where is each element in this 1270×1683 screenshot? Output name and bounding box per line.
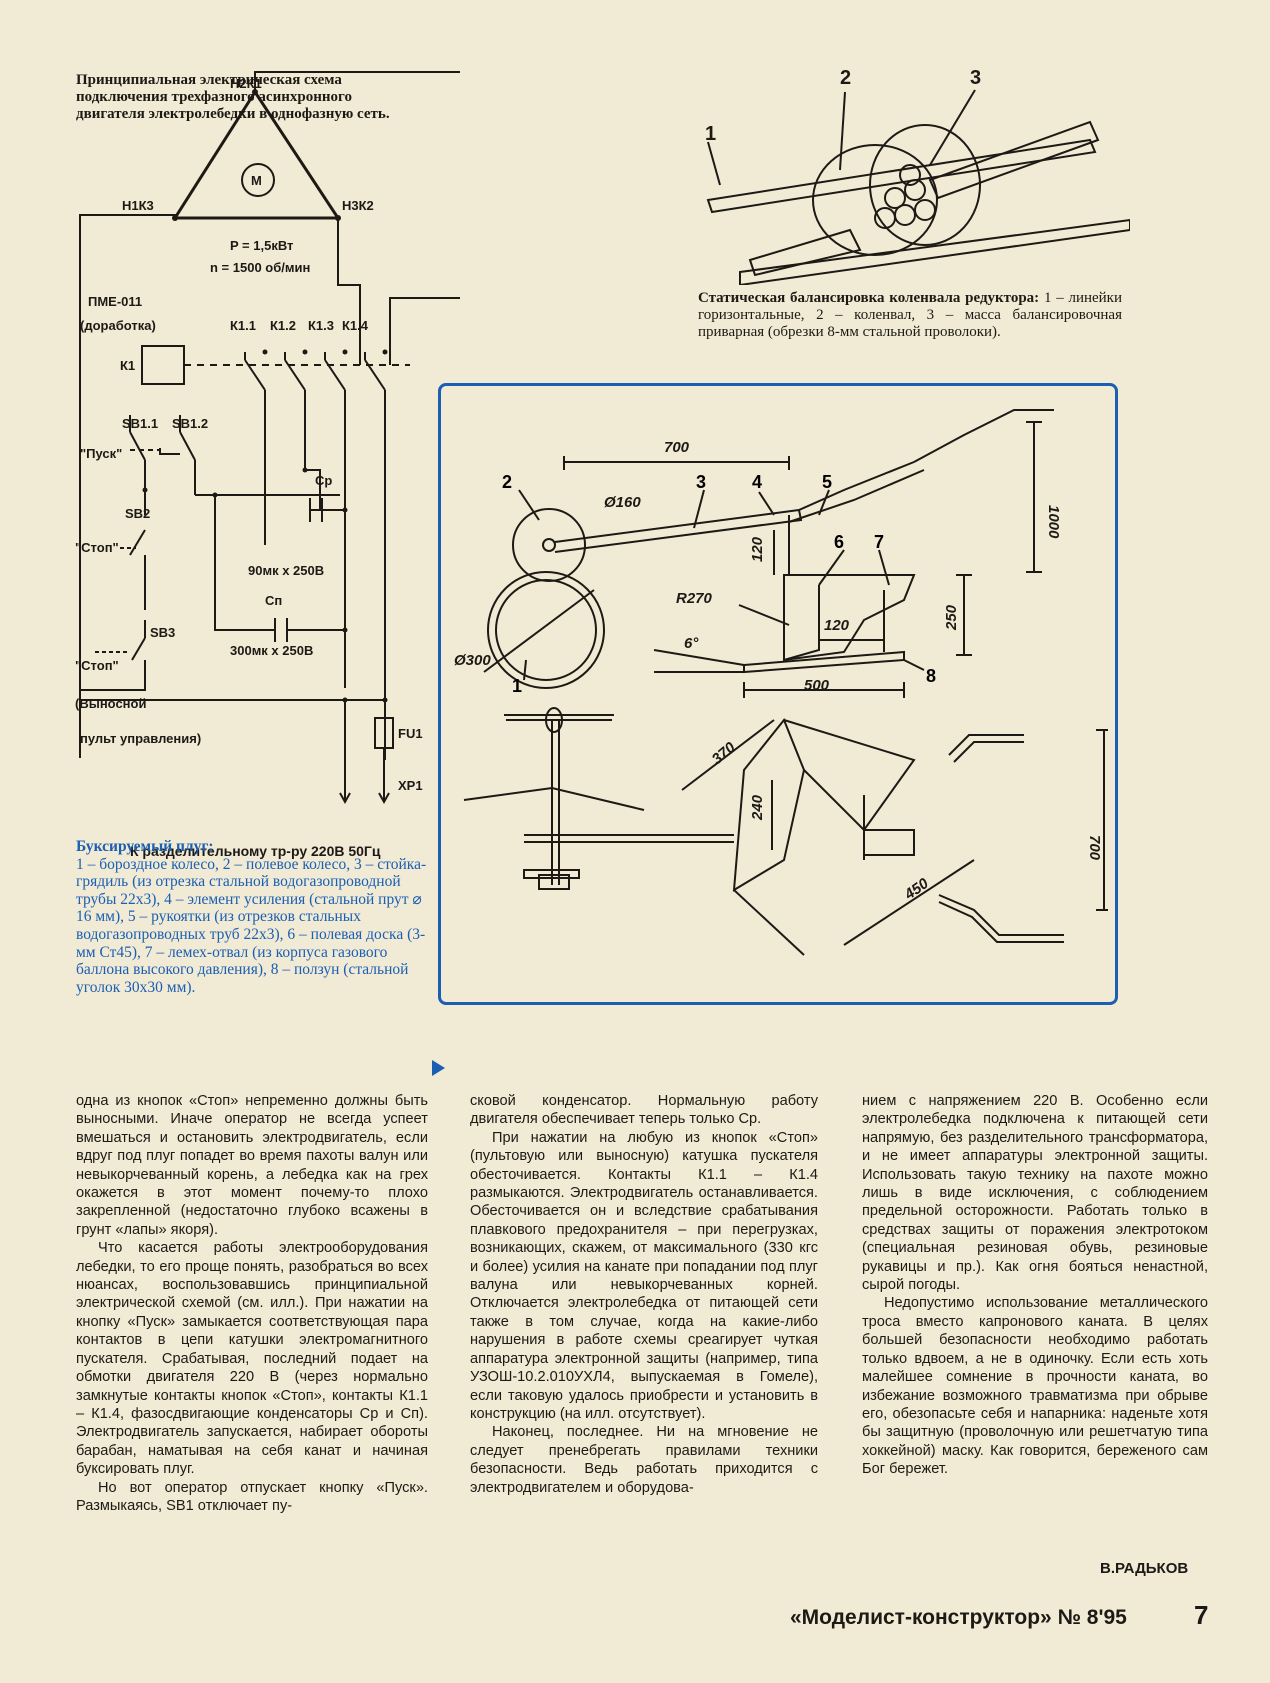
stop1-label: "Стоп": [75, 540, 119, 555]
terminal-h1k3: Н1К3: [122, 198, 154, 213]
dim-700: 700: [664, 439, 690, 456]
plow-label-2: 2: [502, 472, 512, 492]
cp-value: 90мк х 250В: [248, 563, 324, 578]
plow-caption: Буксируемый плуг: 1 – бороздное колесо, …: [76, 838, 428, 996]
dim-angle: 6°: [684, 635, 699, 652]
circuit-caption: Принципиальная электрическая схема подкл…: [76, 72, 390, 122]
col3-para-2: Недопустимо использование металлического…: [862, 1295, 1208, 1478]
plow-label-3: 3: [696, 472, 706, 492]
plow-drawing: 700 1000 Ø160 120 120 R270 250 6° Ø300 5…: [454, 409, 1108, 956]
contact-k1-2: К1.2: [270, 318, 296, 333]
col1-para-1: одна из кнопок «Стоп» непременно должны …: [76, 1093, 428, 1238]
dim-300: Ø300: [454, 652, 491, 669]
plow-caption-title: Буксируемый плуг:: [76, 838, 214, 855]
magazine-footer: «Моделист-конструктор» № 8'95: [790, 1606, 1127, 1629]
crankshaft-caption: Статическая балансировка коленвала редук…: [698, 290, 1122, 341]
contact-k1-3: К1.3: [308, 318, 334, 333]
starter-name: ПМЕ-011: [88, 294, 142, 309]
plow-label-6: 6: [834, 532, 844, 552]
motor-speed: n = 1500 об/мин: [210, 260, 310, 275]
remote-label-2: пульт управления): [80, 731, 201, 746]
plow-label-8: 8: [926, 666, 936, 686]
crank-label-1: 1: [705, 123, 716, 145]
plow-label-4: 4: [752, 472, 762, 492]
supply-label: К разделительному тр-ру 220В 50Гц: [130, 843, 381, 859]
dim-500: 500: [804, 677, 830, 694]
dim-370: 370: [709, 739, 740, 769]
plow-frame: [438, 383, 1118, 1005]
plow-caption-body: 1 – бороздное колесо, 2 – полевое колесо…: [76, 855, 427, 996]
coil-label: К1: [120, 358, 135, 373]
contact-k1-1: К1.1: [230, 318, 256, 333]
plug-label: XP1: [398, 778, 423, 793]
sb2-label: SB2: [125, 506, 150, 521]
plow-label-1: 1: [512, 676, 522, 696]
author: В.РАДЬКОВ: [1100, 1560, 1189, 1577]
text-column-1: одна из кнопок «Стоп» непременно должны …: [76, 1092, 428, 1515]
col3-para-1: нием с напряжением 220 В. Особенно если …: [862, 1093, 1208, 1294]
dim-250: 250: [943, 604, 960, 631]
motor-symbol: M: [251, 173, 262, 188]
dim-120b: 120: [824, 617, 850, 634]
sb1-2-label: SB1.2: [172, 416, 208, 431]
text-column-2: сковой конденсатор. Нормальную работу дв…: [470, 1092, 818, 1497]
pusk-label: "Пуск": [80, 446, 122, 461]
circuit-diagram: M Н2К1 Н1К3 Н3К2 P = 1,5кВт n = 1500 об/…: [75, 71, 460, 859]
cn-value: 300мк х 250В: [230, 643, 313, 658]
dim-r270: R270: [676, 590, 713, 607]
crankshaft-sketch: 2 3 1: [705, 67, 1130, 285]
crankshaft-caption-body: 1 – линейки горизонтальные, 2 – коленвал…: [698, 290, 1122, 340]
motor-power: P = 1,5кВт: [230, 238, 293, 253]
starter-note: (доработка): [80, 318, 156, 333]
plow-label-7: 7: [874, 532, 884, 552]
dim-1000: 1000: [1045, 505, 1062, 539]
cp-label: Ср: [315, 473, 332, 488]
dim-240: 240: [749, 794, 766, 821]
text-column-3: нием с напряжением 220 В. Особенно если …: [862, 1092, 1208, 1479]
crank-label-2: 2: [840, 67, 851, 89]
col2-para-1: сковой конденсатор. Нормальную работу дв…: [470, 1093, 818, 1128]
dim-700b: 700: [1086, 835, 1103, 861]
col1-para-3: Но вот оператор отпускает кнопку «Пуск».…: [76, 1479, 428, 1514]
dim-160: Ø160: [604, 494, 641, 511]
remote-label: (Выносной: [75, 696, 146, 711]
dim-120a: 120: [749, 536, 766, 562]
sb1-1-label: SB1.1: [122, 416, 158, 431]
caption-arrow-icon: [432, 1060, 445, 1076]
contact-k1-4: К1.4: [342, 318, 369, 333]
crank-label-3: 3: [970, 67, 981, 89]
terminal-h2k1: Н2К1: [230, 76, 262, 91]
fuse-label: FU1: [398, 726, 423, 741]
sb3-label: SB3: [150, 625, 175, 640]
plow-label-5: 5: [822, 472, 832, 492]
crankshaft-caption-title: Статическая балансировка коленвала редук…: [698, 290, 1040, 306]
col2-para-2: При нажатии на любую из кнопок «Стоп» (п…: [470, 1129, 818, 1422]
page-number: 7: [1194, 1600, 1209, 1630]
terminal-h3k2: Н3К2: [342, 198, 374, 213]
cn-label: Сп: [265, 593, 282, 608]
dim-450: 450: [901, 875, 933, 904]
col1-para-2: Что касается работы электрооборудования …: [76, 1240, 428, 1478]
col2-para-3: Наконец, последнее. Ни на мгновение не с…: [470, 1424, 818, 1496]
stop2-label: "Стоп": [75, 658, 119, 673]
